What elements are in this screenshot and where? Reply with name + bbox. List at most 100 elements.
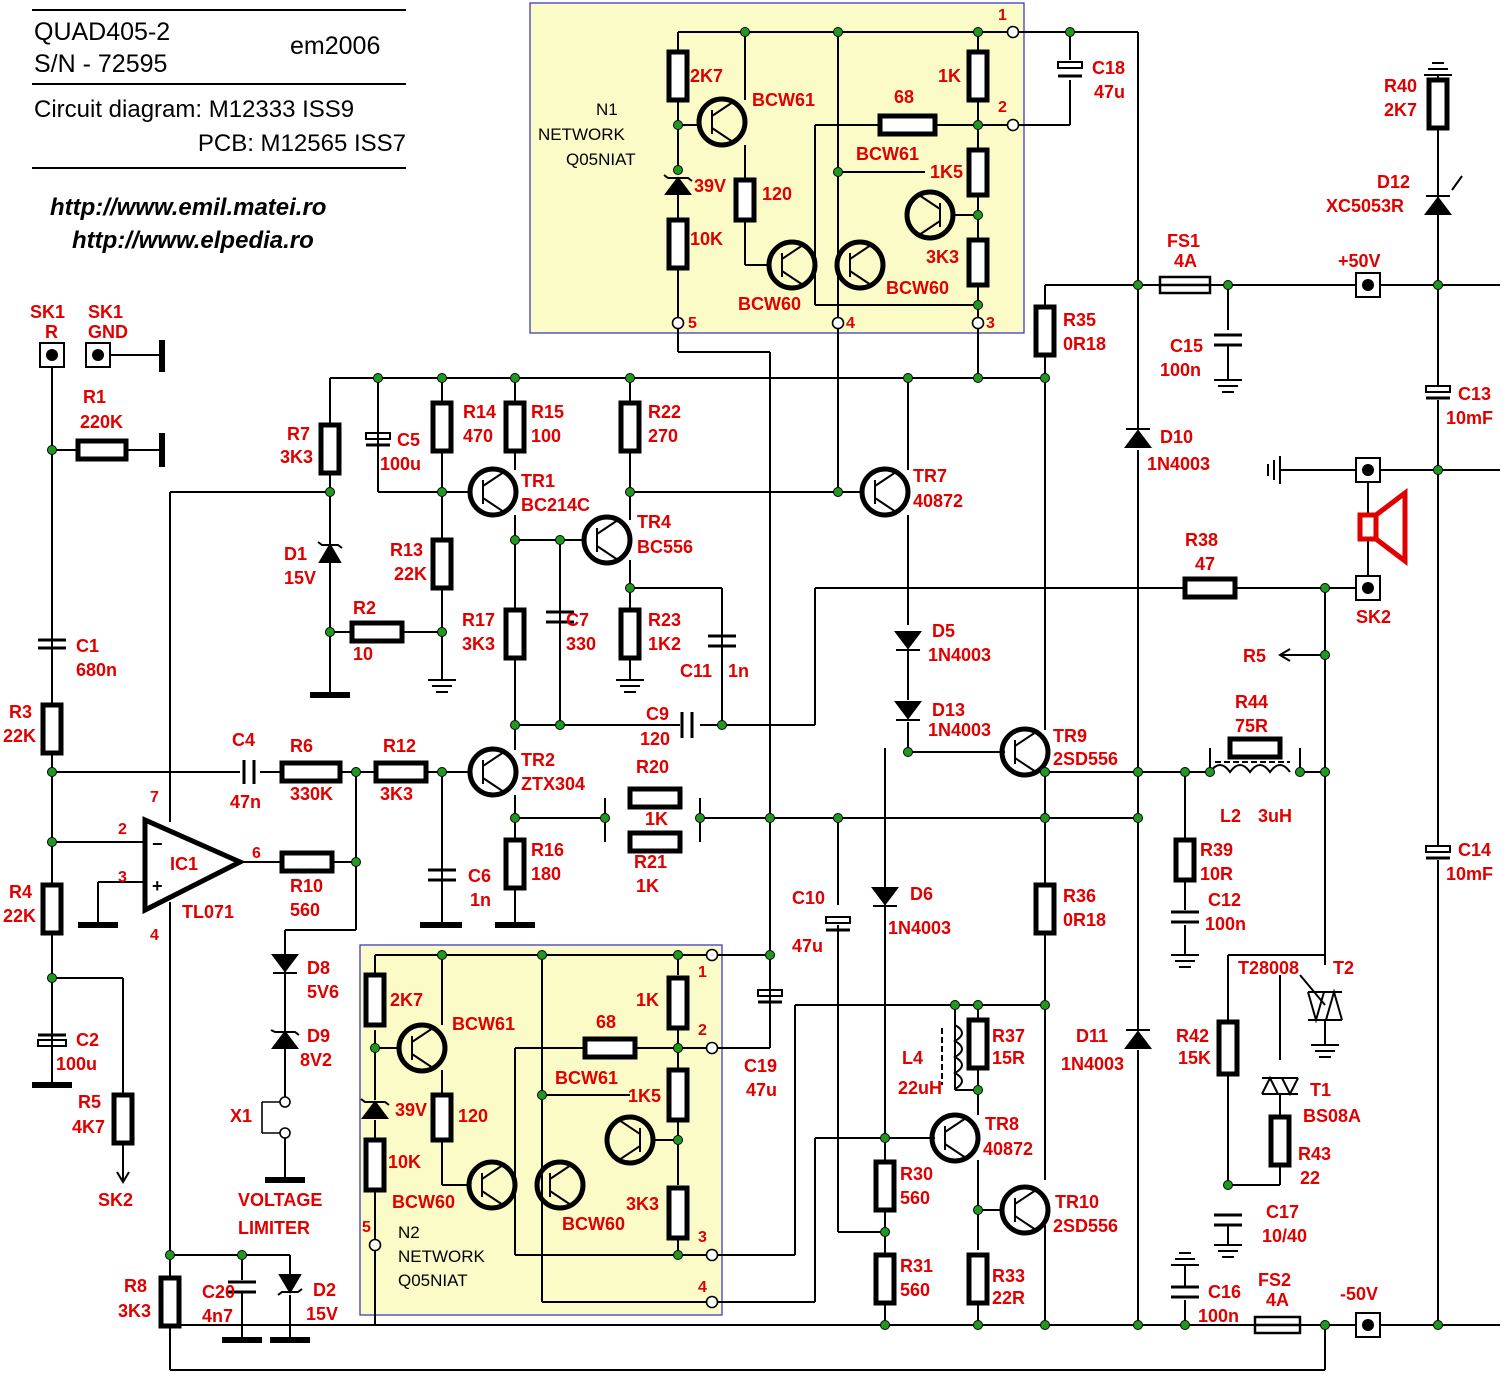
label-pins-p4: 4 — [150, 927, 159, 944]
terminals — [368, 25, 1020, 1309]
n1-transistor-bcw61 — [696, 96, 748, 148]
jack-sk1-r — [39, 342, 65, 368]
label-components-d12-0: D12 — [1377, 172, 1410, 192]
label-components-r23-1: 1K2 — [648, 634, 681, 654]
capacitor-c18 — [1057, 61, 1083, 78]
jumper-x1 — [261, 1096, 291, 1139]
ground-icon — [1311, 1044, 1339, 1058]
resistor-r33 — [966, 1252, 990, 1306]
label-components-fs1-0: FS1 — [1167, 231, 1200, 251]
n2-resistor-1k5 — [666, 1067, 690, 1123]
label-components-c17-0: C17 — [1266, 1202, 1299, 1222]
label-components-c4-1: 47n — [230, 792, 261, 812]
n2-resistor-120 — [430, 1092, 454, 1143]
label-connectors-sk1gnd-0: SK1 — [88, 302, 123, 322]
label-components-r12-1: 3K3 — [380, 784, 413, 804]
label-components-c17-1: 10/40 — [1262, 1226, 1307, 1246]
n1-title: N1 — [596, 100, 618, 119]
label-components-r13-0: R13 — [390, 540, 423, 560]
label-components-r37-0: R37 — [992, 1026, 1025, 1046]
labels: N1 NETWORK Q05NIAT N2 NETWORK Q05NIAT SK… — [3, 7, 1493, 1326]
label-connectors-sk1gnd-1: GND — [88, 322, 128, 342]
thyristors — [1261, 974, 1343, 1097]
junctions — [47, 27, 1443, 1330]
label-components-c6-0: C6 — [468, 866, 491, 886]
resistor-r14 — [430, 400, 454, 454]
diode-d1 — [317, 541, 343, 563]
label-network_parts-r10k: 10K — [388, 1152, 421, 1172]
capacitor-c12 — [1171, 910, 1199, 924]
capacitor-c17 — [1214, 1213, 1242, 1227]
grounds — [428, 62, 1452, 1266]
label-network_parts-r1k5: 1K5 — [930, 162, 963, 182]
label-network_parts-r10k: 10K — [690, 229, 723, 249]
label-components-r33-1: 22R — [992, 1288, 1025, 1308]
n2-transistor-bcw61-b — [604, 1114, 656, 1166]
label-components-c13-1: 10mF — [1446, 408, 1493, 428]
label-components-d6-1: 1N4003 — [888, 918, 951, 938]
circuit-diagram-ref: Circuit diagram: M12333 ISS9 — [34, 96, 354, 123]
label-components-d2-1: 15V — [306, 1304, 338, 1324]
label-network_parts-r1k: 1K — [636, 990, 659, 1010]
transistors — [396, 96, 1051, 1236]
jack-gnd — [1355, 457, 1381, 483]
label-components-c16-1: 100n — [1198, 1306, 1239, 1326]
label-components-c9-0: C9 — [646, 704, 669, 724]
capacitor-c13 — [1425, 385, 1451, 400]
n2-resistor-2k7 — [363, 972, 387, 1028]
label-network_parts-z39v: 39V — [694, 176, 726, 196]
label-components-r8-1: 3K3 — [118, 1301, 151, 1321]
label-components-t1-0: T1 — [1310, 1080, 1331, 1100]
label-network_parts-r3k3: 3K3 — [926, 247, 959, 267]
label-network_parts-r68: 68 — [894, 87, 914, 107]
ground-icon — [1214, 1244, 1242, 1258]
label-components-d11-0: D11 — [1076, 1026, 1108, 1046]
label-components-d2-0: D2 — [313, 1280, 336, 1300]
label-components-r23-0: R23 — [648, 610, 681, 630]
label-connectors-limiter-0: VOLTAGE — [238, 1190, 322, 1210]
label-components-r16-0: R16 — [531, 840, 564, 860]
label-components-c12-0: C12 — [1208, 890, 1241, 910]
label-components-d11-1: 1N4003 — [1061, 1054, 1124, 1074]
n2-title: N2 — [398, 1223, 420, 1242]
label-components-r14-0: R14 — [463, 402, 496, 422]
capacitor-c10 — [825, 916, 851, 932]
label-components-r1-1: 220K — [80, 412, 123, 432]
label-components-r8-0: R8 — [124, 1276, 147, 1296]
resistor-r13 — [430, 537, 454, 591]
label-components-r43-0: R43 — [1298, 1144, 1331, 1164]
label-components-fs2-1: 4A — [1266, 1290, 1289, 1310]
label-components-r14-1: 470 — [463, 426, 493, 446]
resistor-r35 — [1033, 304, 1057, 358]
r5-arrow-icon — [1278, 648, 1291, 662]
label-network_parts-z39v: 39V — [395, 1100, 427, 1120]
arrows — [116, 648, 1291, 1184]
label-network_parts-bcw61: BCW61 — [856, 144, 919, 164]
opamp-ic1: − + — [142, 816, 246, 915]
label-components-t1-1: BS08A — [1303, 1106, 1361, 1126]
label-components-r17-0: R17 — [462, 610, 495, 630]
resistor-r8 — [158, 1275, 182, 1329]
label-connectors-sk1r-0: SK1 — [30, 302, 65, 322]
label-components-c20-0: C20 — [202, 1282, 235, 1302]
label-components-tr10-0: TR10 — [1055, 1192, 1099, 1212]
label-rails-plus: +50V — [1338, 251, 1381, 271]
transistor-internals — [411, 101, 1037, 1231]
n1-resistor-10k — [666, 217, 690, 271]
resistor-r10 — [279, 850, 335, 874]
diode-d8 — [271, 954, 299, 974]
label-components-tr8-0: TR8 — [985, 1114, 1019, 1134]
resistor-r40 — [1426, 77, 1450, 131]
diodes — [270, 174, 1463, 1296]
resistor-r17 — [503, 607, 527, 661]
label-components-r40-1: 2K7 — [1384, 100, 1417, 120]
n2-resistor-1k — [666, 975, 690, 1031]
label-components-r13-1: 22K — [394, 564, 427, 584]
label-components-c7-1: 330 — [566, 634, 596, 654]
label-components-c2-0: C2 — [76, 1030, 99, 1050]
label-components-r21-1: 1K — [636, 876, 659, 896]
diode-d13 — [894, 701, 922, 721]
label-network_parts-bcw60: BCW60 — [738, 294, 801, 314]
resistor-r44 — [1227, 736, 1283, 760]
label-components-r31-0: R31 — [900, 1256, 933, 1276]
